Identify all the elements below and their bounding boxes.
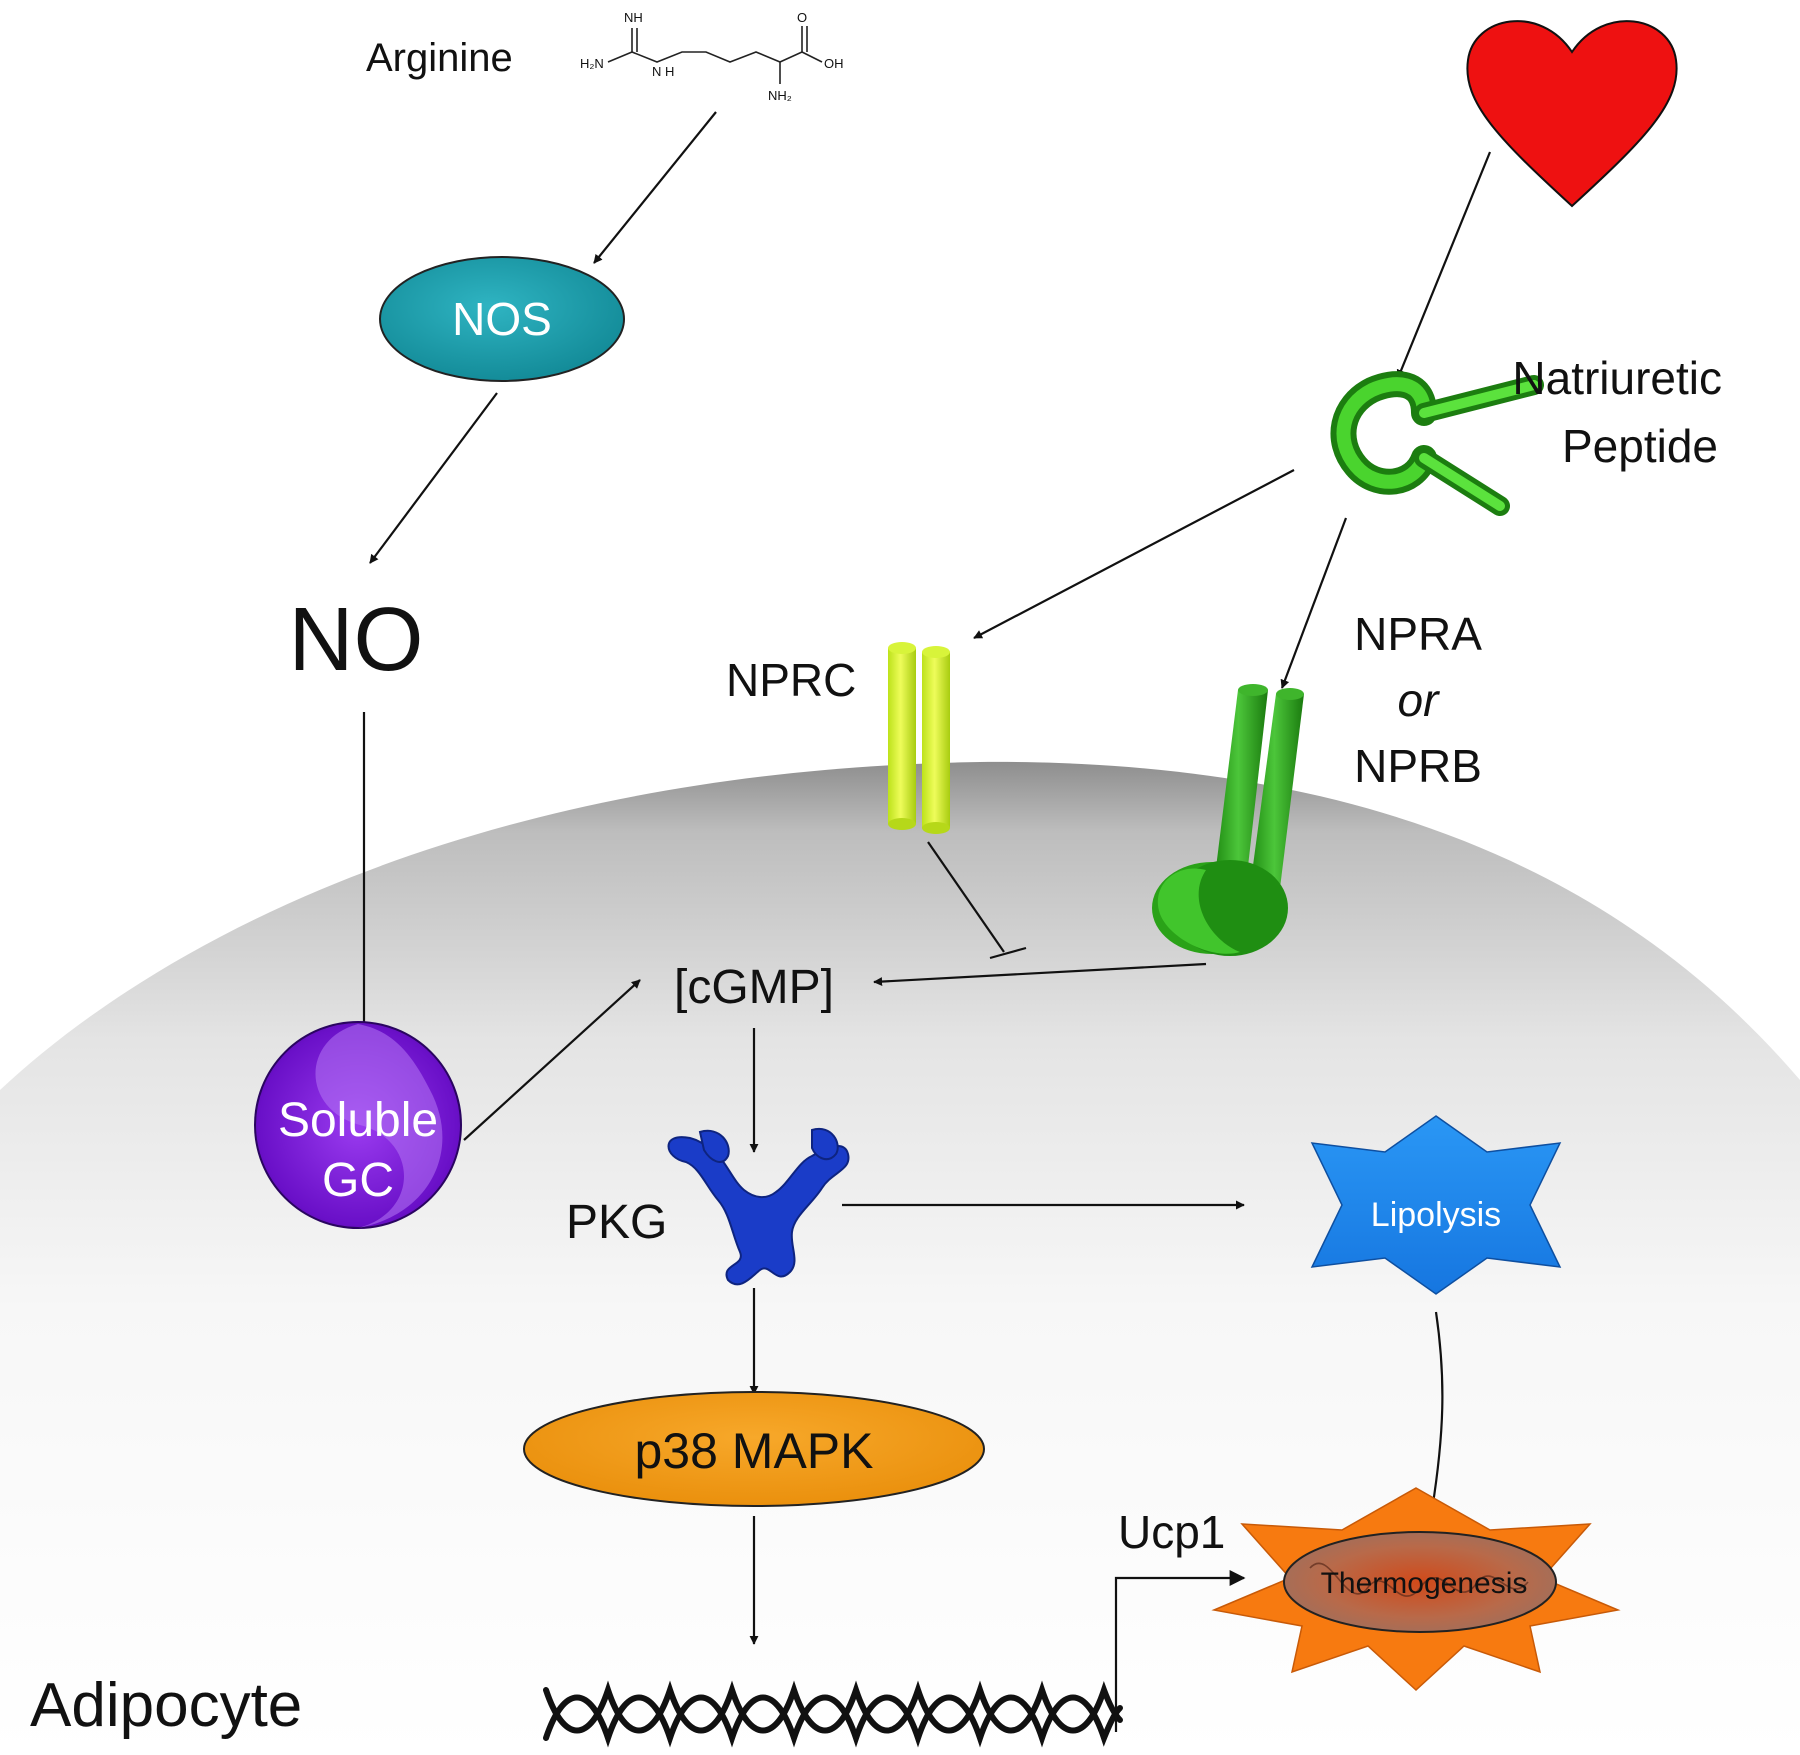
soluble-gc-label-line2: GC bbox=[322, 1154, 394, 1207]
nprc-receptor-icon bbox=[888, 642, 950, 834]
adipocyte-cell-membrane bbox=[0, 761, 1800, 1755]
or-label: or bbox=[1398, 674, 1441, 726]
arrow-soluble-gc-to-cgmp bbox=[463, 979, 641, 1141]
arrow-nos-to-no bbox=[369, 392, 498, 564]
nprc-label: NPRC bbox=[726, 654, 856, 706]
no-label: NO bbox=[289, 590, 424, 690]
npra-nprb-receptor-icon bbox=[1152, 684, 1304, 956]
arrow-arginine-to-nos bbox=[593, 111, 717, 264]
lipolysis-label: Lipolysis bbox=[1371, 1196, 1501, 1234]
soluble-gc-node: Soluble GC bbox=[254, 1021, 462, 1229]
heart-icon bbox=[1466, 20, 1678, 208]
arrow-dna-to-thermogenesis bbox=[1114, 1570, 1246, 1732]
nprb-label: NPRB bbox=[1354, 740, 1482, 792]
arrow-natriuretic-to-npra bbox=[1280, 517, 1348, 689]
nos-node: NOS bbox=[379, 256, 625, 382]
natriuretic-label-line2: Peptide bbox=[1562, 420, 1718, 472]
natriuretic-label-line1: Natriuretic bbox=[1512, 352, 1722, 404]
arrow-natriuretic-to-nprc bbox=[973, 469, 1295, 639]
p38-mapk-label: p38 MAPK bbox=[634, 1423, 873, 1479]
nprc-inhibition-line bbox=[927, 841, 1027, 960]
arrow-lipolysis-to-thermogenesis bbox=[1428, 1311, 1444, 1511]
npra-label: NPRA bbox=[1354, 608, 1482, 660]
adipocyte-label: Adipocyte bbox=[30, 1671, 302, 1740]
soluble-gc-label-line1: Soluble bbox=[278, 1094, 438, 1147]
structure-nh: NH bbox=[624, 10, 643, 25]
arginine-label: Arginine bbox=[366, 36, 513, 80]
thermogenesis-label: Thermogenesis bbox=[1321, 1567, 1528, 1600]
natriuretic-peptide-receptor-icon bbox=[1330, 371, 1544, 516]
lipolysis-node: Lipolysis bbox=[1310, 1115, 1562, 1295]
structure-o: O bbox=[797, 10, 807, 25]
mitochondrion-icon bbox=[1283, 1531, 1557, 1633]
pkg-protein-icon bbox=[667, 1127, 850, 1286]
arrow-npra-to-cgmp bbox=[873, 962, 1207, 987]
ucp1-label: Ucp1 bbox=[1118, 1506, 1225, 1558]
cgmp-label: [cGMP] bbox=[674, 961, 834, 1014]
pkg-label: PKG bbox=[566, 1196, 667, 1249]
structure-h2n: H₂N bbox=[580, 56, 604, 71]
structure-nh-chain: N H bbox=[652, 64, 674, 79]
nos-label: NOS bbox=[452, 293, 552, 345]
structure-oh: OH bbox=[824, 56, 844, 71]
arginine-structure-icon: NH H₂N N H O OH NH₂ bbox=[580, 10, 844, 103]
arrow-heart-to-natriuretic-peptide bbox=[1396, 151, 1492, 379]
thermogenesis-node: Thermogenesis bbox=[1211, 1487, 1621, 1692]
dna-helix-icon bbox=[543, 1680, 1123, 1748]
structure-nh2: NH₂ bbox=[768, 88, 792, 103]
p38-mapk-node: p38 MAPK bbox=[523, 1391, 985, 1507]
